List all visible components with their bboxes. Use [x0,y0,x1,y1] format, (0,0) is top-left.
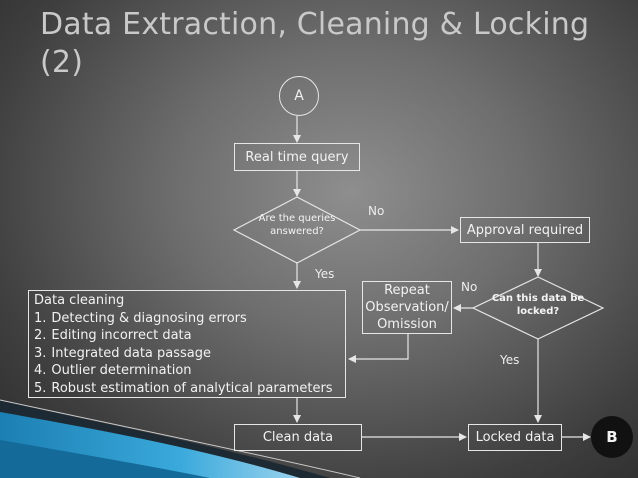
lock-yes-label: Yes [500,353,520,367]
clean-data-box: Clean data [234,424,362,451]
decision-lock-label: Can this data be locked? [488,292,588,318]
repeat-line-1: Repeat [384,283,430,298]
answered-yes-label: Yes [315,267,335,281]
end-connector-b: B [591,416,633,458]
cleaning-item: 1.Detecting & diagnosing errors [34,310,247,326]
decision-answered-shape [232,196,362,264]
locked-data-box: Locked data [468,424,562,451]
decision-answered-label: Are the queries answered? [244,212,350,238]
lock-no-label: No [461,280,478,294]
repeat-observation-box: Repeat Observation/ Omission [362,281,452,334]
cleaning-item: 5.Robust estimation of analytical parame… [34,380,333,396]
connectors [293,116,591,441]
decision-lock-shape [471,276,605,340]
start-connector-a: A [279,76,319,116]
cleaning-item: 3.Integrated data passage [34,345,212,361]
edge-repeat-to-cleaning [348,334,409,363]
approval-required-box: Approval required [460,217,590,243]
repeat-line-2: Observation/ [365,300,449,315]
data-cleaning-heading: Data cleaning [34,293,125,308]
decision-answered-text: Are the queries answered? [258,213,336,237]
answered-no-label: No [368,204,385,218]
repeat-line-3: Omission [377,317,437,332]
data-cleaning-box: Data cleaning 1.Detecting & diagnosing e… [28,290,346,398]
decorative-swoosh [0,399,361,478]
slide-title: Data Extraction, Cleaning & Locking (2) [40,7,590,80]
realtime-query-box: Real time query [234,143,360,171]
cleaning-item: 2.Editing incorrect data [34,328,192,343]
cleaning-item: 4.Outlier determination [34,363,192,378]
decision-lock-text: Can this data be locked? [491,293,585,317]
